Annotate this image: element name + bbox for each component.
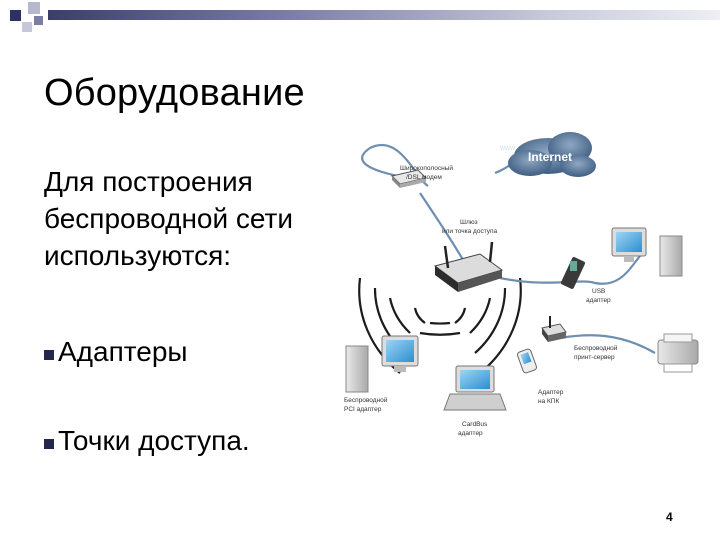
bullet-item: Точки доступа.	[44, 425, 250, 457]
laptop-icon	[444, 366, 506, 410]
intro-line: используются:	[44, 237, 344, 274]
label-usb-line1: USB	[592, 288, 605, 295]
bullet-square-icon	[44, 350, 54, 360]
svg-text:Шлюз или точка доступа: Шлюз или точка доступа	[442, 219, 498, 235]
bullet-text: Адаптеры	[58, 336, 188, 368]
label-print-server-line1: Беспроводной	[574, 344, 618, 352]
page-number: 4	[666, 510, 673, 524]
cloud-www-text: www	[499, 145, 516, 152]
decor-square	[10, 10, 21, 21]
print-server-icon	[542, 316, 566, 342]
label-cardbus-line1: CardBus	[462, 421, 488, 428]
label-pci-line2: PCI адаптер	[344, 406, 382, 413]
label-modem-line1: Широкополосный	[400, 164, 453, 172]
label-usb-line2: адаптер	[586, 297, 611, 304]
bullet-text: Точки доступа.	[58, 425, 250, 457]
intro-line: беспроводной сети	[44, 200, 344, 237]
wireless-network-diagram: www Internet Широкополосный /DSL модем Ш…	[330, 128, 705, 448]
decor-square	[28, 2, 40, 14]
bullet-item: Адаптеры	[44, 336, 188, 368]
intro-text: Для построения беспроводной сети использ…	[44, 163, 344, 274]
slide-title: Оборудование	[44, 72, 305, 115]
top-decoration	[0, 0, 720, 30]
desktop-computer-icon	[612, 228, 682, 276]
svg-text:Адаптер на КПК: Адаптер на КПК	[538, 389, 565, 405]
printer-icon	[658, 334, 698, 372]
label-pda-line1: Адаптер	[538, 389, 564, 396]
svg-text:CardBus адаптер: CardBus адаптер	[458, 421, 489, 437]
label-modem-line2: /DSL модем	[406, 174, 442, 181]
title-bar-gradient	[48, 10, 720, 20]
usb-adapter-icon	[560, 256, 585, 289]
label-pda-line2: на КПК	[538, 398, 559, 405]
svg-text:USB адаптер: USB адаптер	[586, 288, 611, 304]
decor-square	[34, 16, 43, 25]
internet-cloud: www Internet	[499, 132, 596, 177]
pda-icon	[517, 348, 538, 373]
label-print-server-line2: принт-сервер	[574, 354, 615, 361]
svg-text:Беспроводной PCI адаптер: Беспроводной PCI адаптер	[344, 396, 389, 413]
label-cardbus-line2: адаптер	[458, 430, 483, 437]
bullet-square-icon	[44, 439, 54, 449]
decor-square	[22, 22, 32, 32]
label-gateway-line2: или точка доступа	[442, 228, 498, 235]
svg-text:Беспроводной принт-сервер: Беспроводной принт-сервер	[574, 344, 619, 361]
access-point-router-icon	[435, 242, 502, 292]
desktop-pc-icon	[346, 336, 418, 392]
label-pci-line1: Беспроводной	[344, 396, 388, 404]
label-gateway-line1: Шлюз	[460, 219, 478, 226]
intro-line: Для построения	[44, 163, 344, 200]
cloud-internet-text: Internet	[528, 150, 572, 164]
